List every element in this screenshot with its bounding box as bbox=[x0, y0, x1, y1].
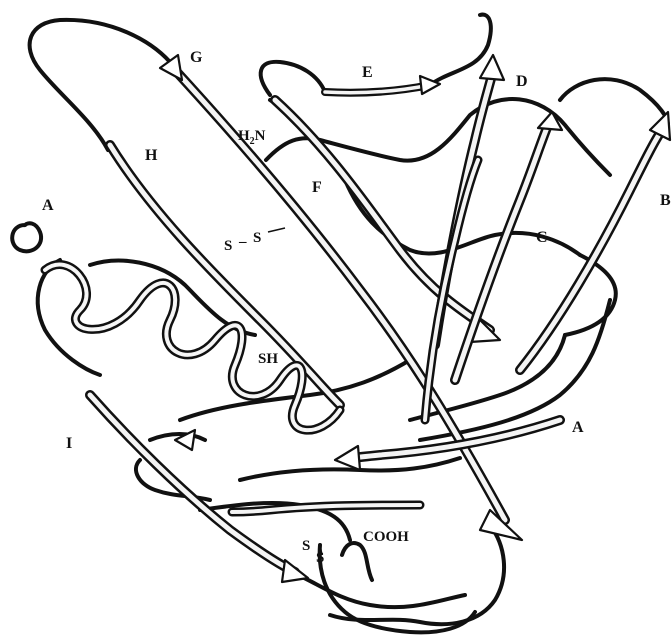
label-n-terminus-h: H bbox=[238, 128, 250, 144]
loop-a-curl bbox=[12, 223, 41, 251]
loop-bottom-4 bbox=[330, 525, 504, 624]
label-h: H bbox=[145, 147, 158, 164]
label-upper-dash: – bbox=[238, 234, 247, 250]
strand-g-top-arrowhead bbox=[160, 55, 182, 80]
alpha-helix bbox=[45, 265, 340, 431]
label-a-top: A bbox=[42, 197, 54, 214]
beta-strands bbox=[90, 55, 670, 582]
strand-i-arrowhead bbox=[282, 560, 308, 582]
label-lower-s1: S bbox=[302, 538, 310, 554]
loop-g-top bbox=[30, 20, 170, 150]
strand-g-fill bbox=[175, 70, 505, 520]
label-g: G bbox=[190, 49, 203, 66]
strand-h-fill bbox=[110, 145, 340, 405]
strand-a-right-arrowhead bbox=[335, 446, 360, 470]
label-thiol: SH bbox=[258, 351, 278, 367]
label-n-terminus-n: N bbox=[255, 128, 266, 144]
loop-e bbox=[261, 62, 325, 95]
label-upper-s2: S bbox=[253, 230, 261, 246]
loop-b bbox=[560, 79, 668, 125]
loop-cooh bbox=[342, 543, 372, 580]
strand-i-outline bbox=[90, 395, 295, 572]
label-a-right: A bbox=[572, 419, 584, 436]
label-i: I bbox=[66, 435, 72, 452]
label-upper-s1: S bbox=[224, 238, 232, 254]
label-b: B bbox=[660, 192, 671, 209]
label-c-terminus: COOH bbox=[363, 529, 409, 545]
label-d: D bbox=[516, 73, 528, 90]
label-c: C bbox=[536, 229, 548, 246]
label-f: F bbox=[312, 179, 322, 196]
loop-left-a bbox=[38, 260, 100, 375]
upper-disulfide-tick bbox=[268, 228, 285, 232]
strand-d-arrowhead bbox=[480, 55, 504, 80]
label-lower-s2: S bbox=[316, 550, 324, 566]
strand-g-outline bbox=[175, 70, 505, 520]
strand-c-arrowhead bbox=[538, 112, 562, 130]
label-e: E bbox=[362, 64, 373, 81]
